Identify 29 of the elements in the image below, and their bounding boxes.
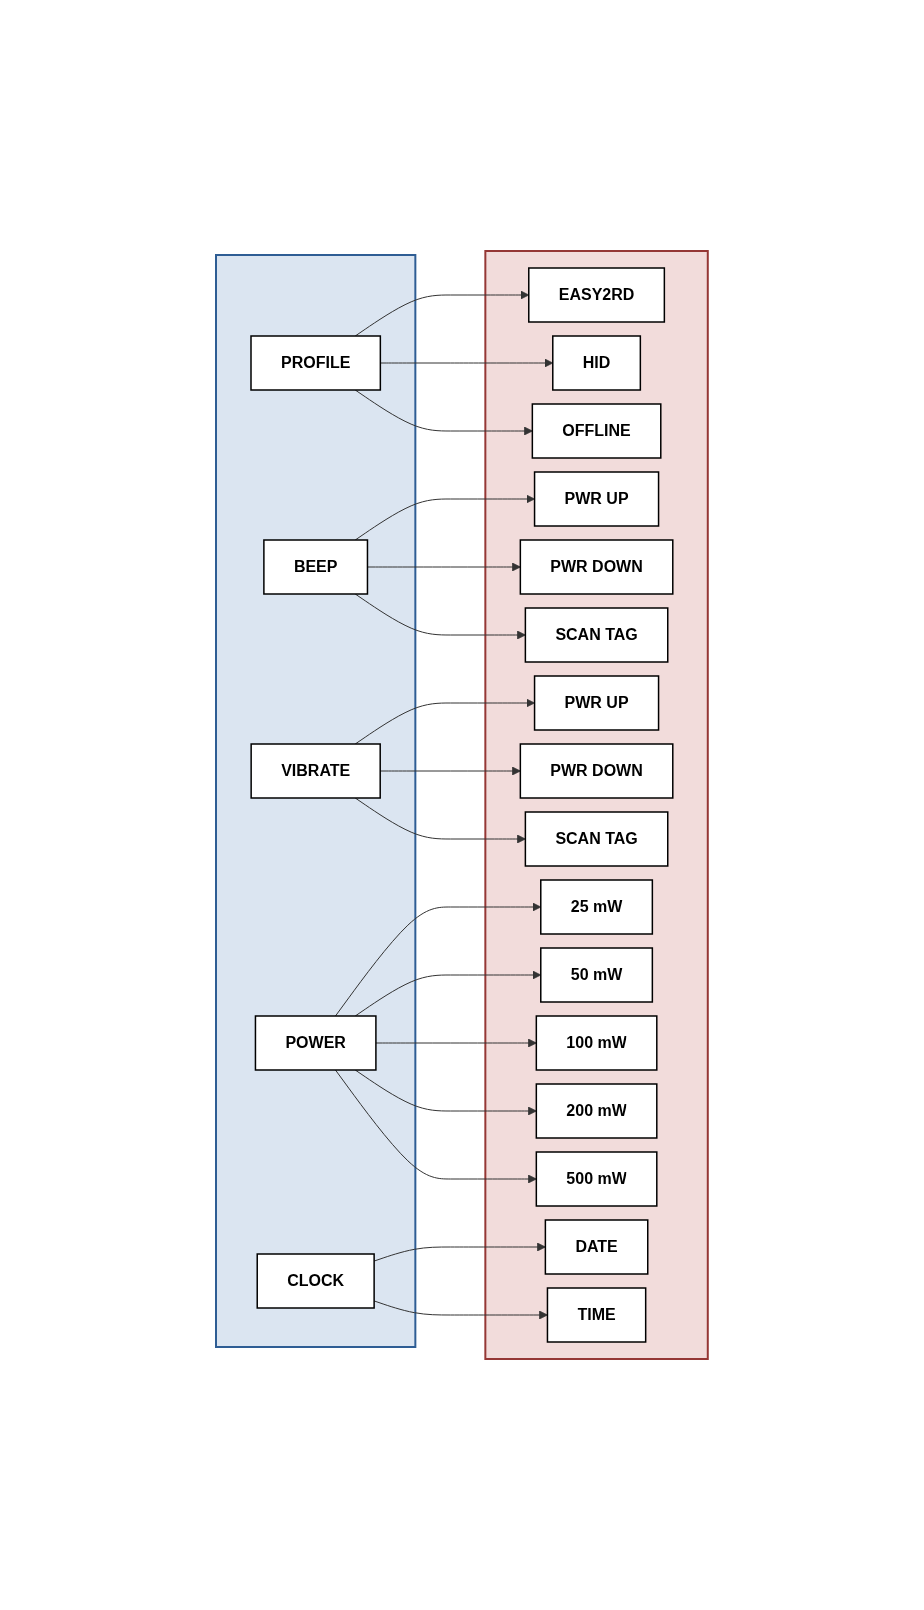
node-box: 200 mW [535, 1083, 658, 1139]
node-box: 50 mW [540, 947, 654, 1003]
node-box: PROFILE [250, 335, 382, 391]
node-box: PWR DOWN [519, 743, 674, 799]
node-box: CLOCK [256, 1253, 375, 1309]
node-box: HID [552, 335, 642, 391]
node-box: SCAN TAG [524, 607, 669, 663]
node-box: PWR DOWN [519, 539, 674, 595]
cluster [215, 254, 417, 1348]
node-box: 500 mW [535, 1151, 658, 1207]
node-box: 25 mW [540, 879, 654, 935]
node-box: BEEP [263, 539, 369, 595]
node-box: PWR UP [533, 675, 660, 731]
node-box: TIME [546, 1287, 647, 1343]
node-box: OFFLINE [531, 403, 662, 459]
cluster [484, 250, 709, 1360]
arrow [354, 593, 526, 640]
arrow [335, 1069, 537, 1184]
node-box: 100 mW [535, 1015, 658, 1071]
node-box: PWR UP [533, 471, 660, 527]
arrow [354, 797, 526, 844]
arrow [354, 389, 533, 436]
node-box: DATE [544, 1219, 649, 1275]
arrow [367, 562, 521, 572]
node-box: EASY2RD [528, 267, 666, 323]
node-box: VIBRATE [250, 743, 382, 799]
node-box: SCAN TAG [524, 811, 669, 867]
node-box: POWER [254, 1015, 377, 1071]
arrow [354, 1069, 537, 1116]
